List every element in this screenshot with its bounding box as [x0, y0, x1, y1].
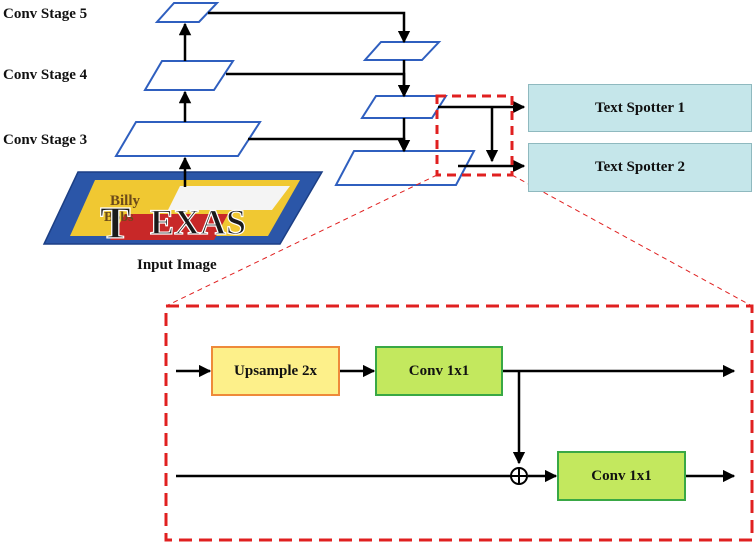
pyramid-plane-3 [334, 150, 476, 186]
text-spotter-2: Text Spotter 2 [528, 143, 752, 192]
stage5-label: Conv Stage 5 [3, 6, 88, 22]
sum-operator-icon [510, 467, 528, 485]
svg-text:Bobs: Bobs [104, 210, 134, 225]
detail-panel [164, 304, 754, 542]
lateral-stage5 [208, 11, 411, 44]
pyramid-plane-1 [362, 41, 442, 61]
stage3-label: Conv Stage 3 [3, 132, 88, 148]
input-image: Billy Bobs EXAS T [42, 171, 324, 249]
pyramid-plane-2 [360, 95, 448, 119]
conv-1x1-top-block: Conv 1x1 [375, 346, 503, 396]
svg-text:T: T [100, 197, 131, 248]
stage4-plane [143, 60, 235, 91]
input-image-label: Input Image [137, 257, 217, 273]
conv-1x1-bottom-block: Conv 1x1 [557, 451, 686, 501]
lateral-stage4 [226, 72, 411, 98]
svg-text:EXAS: EXAS [150, 202, 246, 242]
svg-text:Billy: Billy [110, 193, 141, 209]
text-spotter-1: Text Spotter 1 [528, 84, 752, 132]
zoom-line-right [511, 174, 753, 307]
stage4-label: Conv Stage 4 [3, 67, 88, 83]
stage5-plane [154, 2, 220, 23]
upsample-block: Upsample 2x [211, 346, 340, 396]
highlight-box [435, 94, 514, 177]
lateral-stage3 [248, 137, 411, 153]
stage3-plane [114, 121, 262, 157]
